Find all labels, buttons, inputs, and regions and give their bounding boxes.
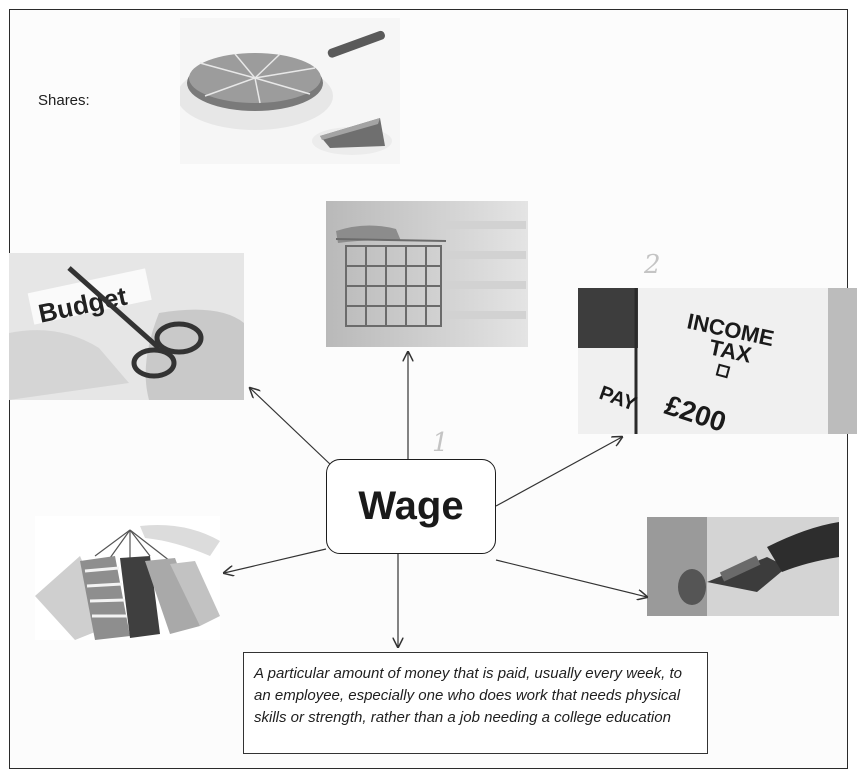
wage-label: Wage <box>358 484 464 528</box>
cake-slices-image <box>180 18 400 164</box>
income-tax-card-image: INCOME TAX PAY £200 <box>578 288 857 434</box>
pencil-mark-two: 2 <box>644 250 661 280</box>
definition-box: A particular amount of money that is pai… <box>243 652 708 754</box>
shopping-trolley-image <box>326 201 528 347</box>
fuel-pump-image <box>647 517 839 616</box>
definition-text: A particular amount of money that is pai… <box>254 665 682 726</box>
budget-scissors-image: Budget <box>9 253 244 400</box>
wage-central-box: Wage <box>326 459 496 554</box>
shares-label: Shares: <box>38 92 90 109</box>
shopping-bags-image <box>35 516 220 640</box>
pencil-mark-one: 1 <box>432 428 449 458</box>
